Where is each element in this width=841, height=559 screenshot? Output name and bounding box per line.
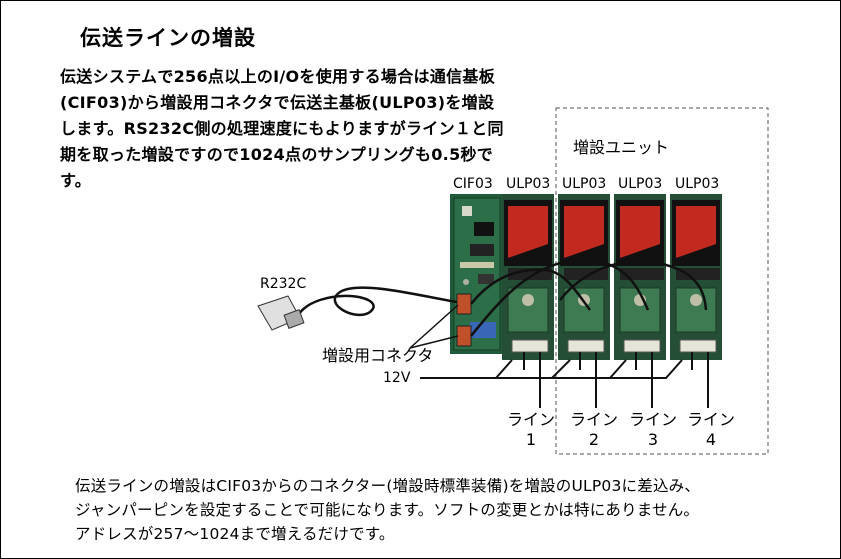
ulp03-label-4: ULP03 <box>675 176 720 192</box>
line-label-4: ライン 4 <box>680 410 742 450</box>
ulp03-board-3 <box>614 194 666 360</box>
line-label-2-name: ライン <box>569 410 618 429</box>
connector-pointer-top <box>409 304 459 349</box>
outro-line-2: ジャンパーピンを設定することで可能になります。ソフトの変更とかは特にありません。 <box>75 501 700 519</box>
ulp03-label-2: ULP03 <box>562 176 607 192</box>
ulp03-label-1: ULP03 <box>506 176 551 192</box>
power-bus-12v <box>420 359 683 379</box>
expansion-unit-boundary <box>555 107 769 455</box>
line-label-1: ライン 1 <box>500 410 562 450</box>
line-label-2-num: 2 <box>588 430 600 449</box>
ulp03-board-2 <box>558 194 610 360</box>
rs232c-label: R232C <box>260 276 307 292</box>
line-label-4-name: ライン <box>686 410 735 429</box>
line-label-1-name: ライン <box>506 410 555 429</box>
intro-paragraph: 伝送システムで256点以上のI/Oを使用する場合は通信基板(CIF03)から増設… <box>60 67 504 190</box>
line-label-3: ライン 3 <box>622 410 684 450</box>
outro-line-1: 伝送ラインの増設はCIF03からのコネクター(増設時標準装備)を増設のULP03… <box>75 477 701 495</box>
line-label-1-num: 1 <box>525 430 537 449</box>
expansion-cables <box>470 259 708 337</box>
line-output-wires <box>523 352 709 408</box>
line-label-4-num: 4 <box>705 430 717 449</box>
line-label-3-num: 3 <box>647 430 659 449</box>
rs232c-cable <box>257 286 458 331</box>
line-label-2: ライン 2 <box>563 410 625 450</box>
cif03-label: CIF03 <box>453 176 493 192</box>
outro-line-3: アドレスが257～1024まで増えるだけです。 <box>75 525 395 543</box>
expansion-unit-label: 増設ユニット <box>573 138 670 157</box>
page-title: 伝送ラインの増設 <box>80 26 256 50</box>
ulp03-board-4 <box>670 194 722 360</box>
expansion-connector-label: 増設用コネクタ <box>322 346 434 365</box>
line-label-3-name: ライン <box>628 410 677 429</box>
cif03-expansion-connector-bottom <box>456 325 472 347</box>
connector-pointer-bottom <box>409 335 459 349</box>
voltage-label: 12V <box>383 370 411 386</box>
outro-paragraph: 伝送ラインの増設はCIF03からのコネクター(増設時標準装備)を増設のULP03… <box>75 474 795 546</box>
ulp03-label-3: ULP03 <box>618 176 663 192</box>
cif03-expansion-connector-top <box>456 293 472 315</box>
